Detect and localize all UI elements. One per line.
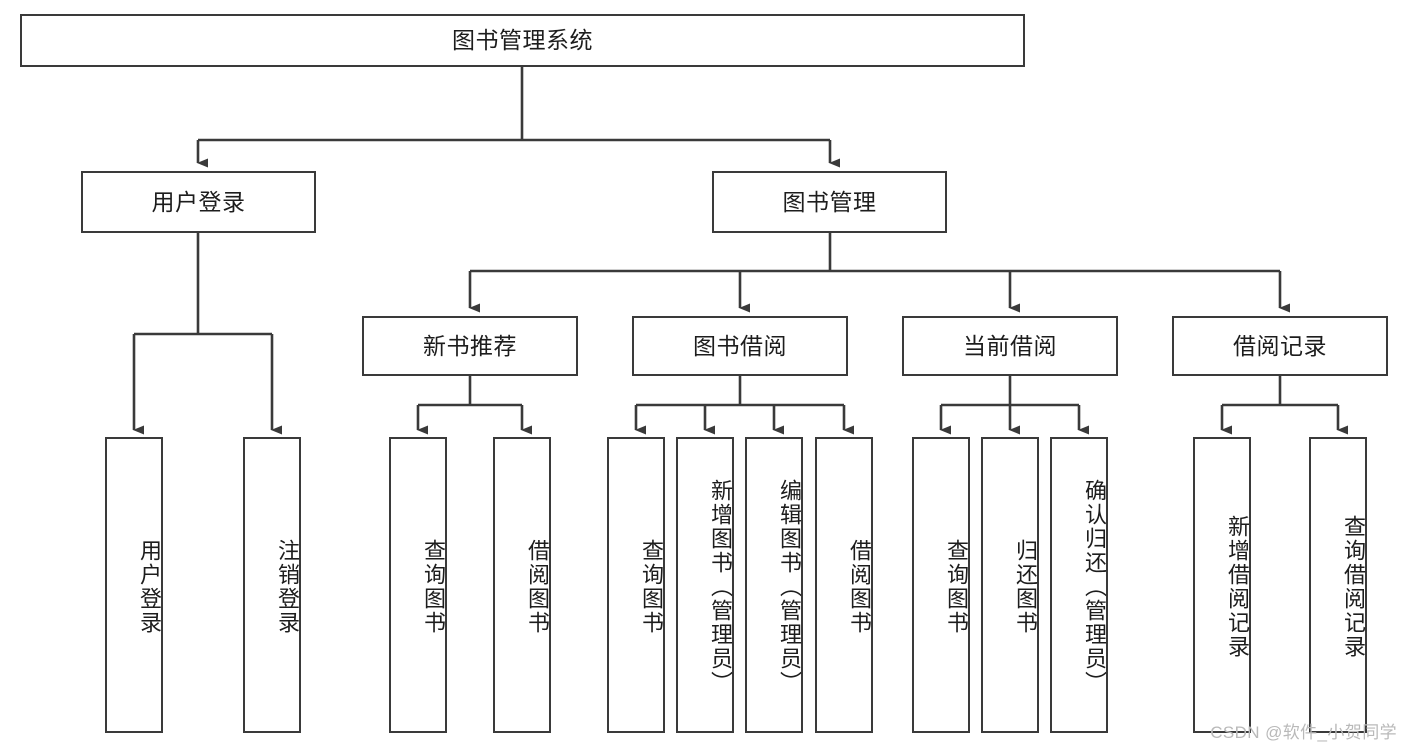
node-leaf-confirm-return-label: 确认归还（管理员） xyxy=(1082,479,1107,695)
node-leaf-borrow-book-1-label: 借阅图书 xyxy=(525,539,550,635)
node-leaf-user-login[interactable]: 用户登录 xyxy=(105,437,163,733)
node-book-manage[interactable]: 图书管理 xyxy=(712,171,947,233)
node-book-manage-label: 图书管理 xyxy=(782,188,877,215)
node-current-borrow[interactable]: 当前借阅 xyxy=(902,316,1118,376)
node-leaf-add-record[interactable]: 新增借阅记录 xyxy=(1193,437,1251,733)
node-leaf-query-book-2-label: 查询图书 xyxy=(639,539,664,635)
node-leaf-borrow-book-2[interactable]: 借阅图书 xyxy=(815,437,873,733)
node-leaf-query-book-1[interactable]: 查询图书 xyxy=(389,437,447,733)
node-leaf-borrow-book-2-label: 借阅图书 xyxy=(847,539,872,635)
node-leaf-add-book-label: 新增图书（管理员） xyxy=(708,479,733,695)
node-borrow-record[interactable]: 借阅记录 xyxy=(1172,316,1388,376)
node-leaf-logout[interactable]: 注销登录 xyxy=(243,437,301,733)
node-user-login[interactable]: 用户登录 xyxy=(81,171,316,233)
node-leaf-confirm-return[interactable]: 确认归还（管理员） xyxy=(1050,437,1108,733)
node-leaf-logout-label: 注销登录 xyxy=(275,539,300,635)
node-new-book-recommend[interactable]: 新书推荐 xyxy=(362,316,578,376)
node-leaf-edit-book[interactable]: 编辑图书（管理员） xyxy=(745,437,803,733)
node-leaf-return-book-label: 归还图书 xyxy=(1013,539,1038,635)
node-book-borrow-label: 图书借阅 xyxy=(693,332,787,359)
node-leaf-query-book-3[interactable]: 查询图书 xyxy=(912,437,970,733)
node-leaf-user-login-label: 用户登录 xyxy=(137,539,162,635)
node-new-book-recommend-label: 新书推荐 xyxy=(423,332,517,359)
node-borrow-record-label: 借阅记录 xyxy=(1233,332,1327,359)
node-current-borrow-label: 当前借阅 xyxy=(963,332,1057,359)
node-leaf-add-book[interactable]: 新增图书（管理员） xyxy=(676,437,734,733)
node-leaf-edit-book-label: 编辑图书（管理员） xyxy=(777,479,802,695)
node-leaf-query-book-1-label: 查询图书 xyxy=(421,539,446,635)
node-root[interactable]: 图书管理系统 xyxy=(20,14,1025,67)
node-leaf-query-book-3-label: 查询图书 xyxy=(944,539,969,635)
node-leaf-borrow-book-1[interactable]: 借阅图书 xyxy=(493,437,551,733)
node-user-login-label: 用户登录 xyxy=(151,188,246,215)
node-leaf-return-book[interactable]: 归还图书 xyxy=(981,437,1039,733)
node-book-borrow[interactable]: 图书借阅 xyxy=(632,316,848,376)
node-leaf-query-record-label: 查询借阅记录 xyxy=(1341,515,1366,659)
node-leaf-add-record-label: 新增借阅记录 xyxy=(1225,515,1250,659)
node-root-label: 图书管理系统 xyxy=(452,27,593,54)
watermark: CSDN @软件_小贺同学 xyxy=(1210,723,1397,742)
node-leaf-query-record[interactable]: 查询借阅记录 xyxy=(1309,437,1367,733)
node-leaf-query-book-2[interactable]: 查询图书 xyxy=(607,437,665,733)
